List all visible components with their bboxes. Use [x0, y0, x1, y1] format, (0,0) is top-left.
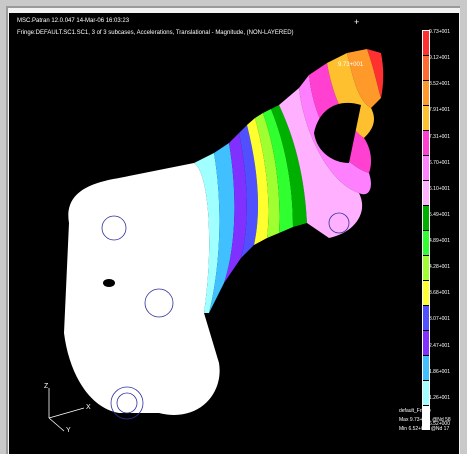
graphics-viewport[interactable]: MSC.Patran 12.0.047 14-Mar-06 16:03:23 F…: [9, 13, 459, 454]
model-band-lime: [255, 113, 280, 238]
legend-tick-label: 6.70+001: [429, 159, 450, 166]
model-region-base: [64, 163, 220, 415]
model-band-blue: [239, 125, 259, 258]
coordinate-triad: X Y Z: [44, 383, 91, 433]
legend-swatch: [423, 155, 429, 180]
legend-swatch: [423, 80, 429, 105]
legend-tick-label: 9.12+001: [429, 55, 450, 62]
model-band-green: [263, 109, 293, 233]
fe-model-bracket[interactable]: [9, 13, 459, 454]
legend-tick-label: 4.89+001: [429, 238, 450, 245]
legend-swatch: [423, 230, 429, 255]
legend-tick-label: 9.73+001: [429, 29, 450, 35]
legend-tick-label: 6.10+001: [429, 185, 450, 192]
model-bolt-circle: [116, 392, 138, 414]
model-band-red: [367, 49, 384, 98]
legend-swatch: [423, 405, 429, 430]
model-band-yelloworange: [327, 53, 374, 138]
legend-tick-label: 3.68+001: [429, 290, 450, 297]
model-band-darkgreen: [271, 105, 307, 227]
model-bolt-circle: [144, 288, 174, 318]
legend-swatch: [423, 180, 429, 205]
legend-tick-label: 3.07+001: [429, 316, 450, 323]
legend-swatch: [423, 305, 429, 330]
legend-tick-label: 7.31+001: [429, 133, 450, 140]
legend-tick-label: 7.91+001: [429, 107, 450, 114]
legend-swatch: [423, 280, 429, 305]
legend-swatch: [423, 255, 429, 280]
legend-swatch: [423, 355, 429, 380]
model-band-pink: [279, 88, 363, 238]
legend-tick-label: 1.86+001: [429, 368, 450, 375]
legend-tick-label: 4.28+001: [429, 264, 450, 271]
legend-swatch: [423, 205, 429, 230]
model-bolt-circle: [110, 386, 144, 420]
model-band-cyan: [194, 153, 220, 313]
legend-swatch: [423, 330, 429, 355]
triad-y-label: Y: [66, 427, 71, 433]
model-band-lightblue: [209, 143, 235, 313]
legend-tick-label: 1.26+001: [429, 394, 450, 401]
triad-z-label: Z: [44, 383, 49, 390]
fringe-name: default_Fringe: [399, 408, 431, 414]
model-band-yellow: [247, 118, 269, 245]
model-bolt-circle: [328, 212, 350, 234]
legend-swatch: [423, 105, 429, 130]
model-band-magenta: [299, 75, 371, 195]
model-hole: [103, 279, 115, 287]
header-title: MSC.Patran 12.0.047 14-Mar-06 16:03:23: [17, 18, 130, 24]
fringe-description: Fringe:DEFAULT.SC1.SC1, 3 of 3 subcases,…: [17, 30, 294, 36]
triad-x-label: X: [86, 404, 91, 411]
model-band-purple: [224, 133, 247, 283]
legend-tick-label: 2.47+001: [429, 342, 450, 349]
legend-tick-label: 5.49+001: [429, 211, 450, 218]
max-value-label: 9.73+001: [338, 62, 364, 68]
legend-tick-label: 8.52+001: [429, 81, 450, 88]
legend-swatch: [423, 380, 429, 405]
legend-swatch: [423, 130, 429, 155]
crosshair-icon: +: [354, 17, 360, 27]
legend-swatch: [423, 55, 429, 80]
model-band-orange: [347, 49, 381, 108]
model-bolt-circle: [101, 215, 127, 241]
legend-swatch: [423, 30, 429, 55]
model-hook-cutout: [314, 102, 361, 163]
legend-tick-label: 6.52+000: [429, 421, 450, 427]
